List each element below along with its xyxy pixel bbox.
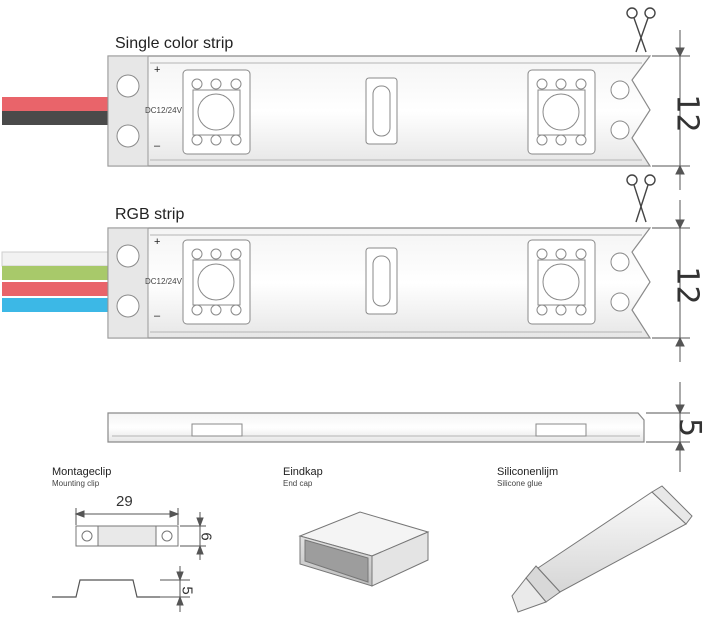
width-dimension-label: 12 xyxy=(669,266,705,305)
resistor xyxy=(365,247,398,315)
voltage-label: DC12/24V xyxy=(145,106,182,115)
led-chip xyxy=(527,239,596,325)
rgb-strip xyxy=(1,174,690,362)
cut-pad xyxy=(610,120,630,140)
width-dimension xyxy=(652,30,690,190)
plus-label: + xyxy=(154,64,161,76)
height-dimension xyxy=(646,382,690,472)
cap-sub-label: End cap xyxy=(283,479,313,488)
minus-label: – xyxy=(154,140,161,152)
mounting-clip-profile xyxy=(52,566,190,612)
width-dimension-label: 12 xyxy=(669,94,705,133)
cap-label: Eindkap xyxy=(283,466,323,478)
single-strip-title: Single color strip xyxy=(115,35,234,52)
led-chip xyxy=(527,69,596,155)
rgb-strip-title: RGB strip xyxy=(115,206,185,223)
cut-pad xyxy=(610,292,630,312)
white-wire xyxy=(1,251,113,267)
single-color-strip xyxy=(2,7,690,190)
clip-width-label: 6 xyxy=(197,532,215,541)
end-cap-3d xyxy=(298,511,430,587)
width-dimension xyxy=(652,200,690,362)
scissors-icon xyxy=(626,174,656,223)
solder-pad-plus xyxy=(116,244,140,268)
green-wire xyxy=(2,266,112,280)
resistor xyxy=(365,77,398,145)
mounting-clip xyxy=(74,508,206,560)
solder-pad-minus xyxy=(116,124,140,148)
clip-sub-label: Mounting clip xyxy=(52,479,100,488)
silicone-glue-tube xyxy=(511,485,693,613)
strip-side-view xyxy=(107,382,690,472)
voltage-label: DC12/24V xyxy=(145,277,182,286)
solder-pad-minus xyxy=(116,294,140,318)
led-chip xyxy=(182,239,251,325)
minus-label: – xyxy=(154,310,161,322)
scissors-icon xyxy=(626,7,656,53)
cut-pad xyxy=(610,252,630,272)
solder-pad-plus xyxy=(116,74,140,98)
glue-label: Siliconenlijm xyxy=(497,466,559,478)
height-dimension-label: 5 xyxy=(672,417,708,438)
glue-sub-label: Silicone glue xyxy=(497,479,543,488)
blue-wire xyxy=(2,298,112,312)
red-wire xyxy=(2,97,112,111)
led-chip xyxy=(182,69,251,155)
cut-pad xyxy=(610,80,630,100)
plus-label: + xyxy=(154,236,161,248)
end-cap xyxy=(107,55,149,167)
clip-height-label: 5 xyxy=(178,586,196,595)
red-wire xyxy=(2,282,112,296)
black-wire xyxy=(2,111,112,125)
clip-label: Montageclip xyxy=(52,466,112,478)
clip-length-label: 29 xyxy=(116,493,133,510)
